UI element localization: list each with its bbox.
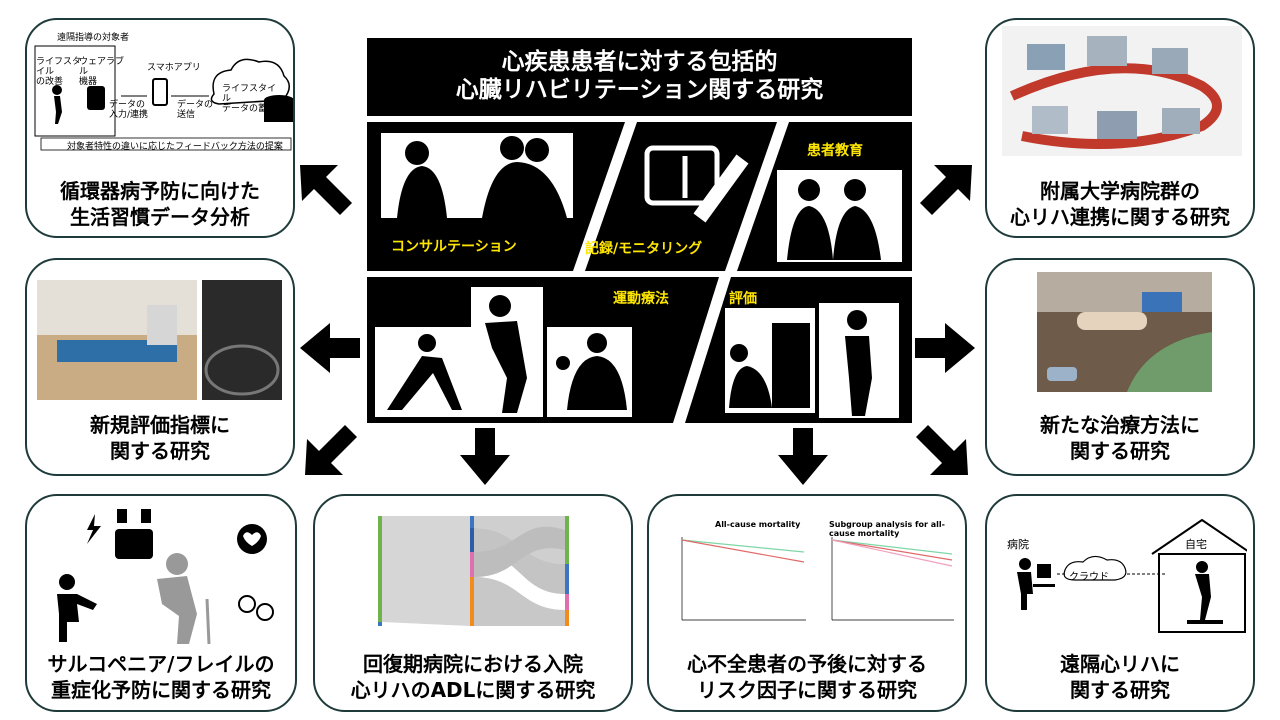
home-label: 自宅 bbox=[1185, 538, 1207, 551]
diagram-feedback: 対象者特性の違いに応じたフィードバック方法の提案 bbox=[67, 142, 283, 152]
card-prognosis-caption: 心不全患者の予後に対する リスク因子に関する研究 bbox=[649, 651, 965, 703]
center-title: 心疾患患者に対する包括的 心臓リハビリテーション関する研究 bbox=[367, 48, 912, 104]
card-new-eval-caption: 新規評価指標に 関する研究 bbox=[27, 412, 293, 464]
cloud-label: クラウド bbox=[1069, 572, 1109, 583]
caption-line1: 回復期病院における入院 bbox=[363, 652, 583, 676]
elderly-person-icon bbox=[166, 553, 188, 575]
caption-line2: リスク因子に関する研究 bbox=[697, 678, 917, 702]
card-remote[interactable]: 病院 自宅 クラウド 遠隔心リハに 関する研究 bbox=[985, 494, 1255, 712]
arrow-up-right-icon bbox=[920, 165, 972, 215]
caption-line2: 生活習慣データ分析 bbox=[70, 205, 250, 229]
record-icon bbox=[644, 145, 749, 223]
center-panels-graphic bbox=[367, 116, 912, 423]
chart1-title: All-cause mortality bbox=[715, 520, 801, 529]
label-evaluation: 評価 bbox=[729, 291, 757, 307]
card-new-treatment[interactable]: 新たな治療方法に 関する研究 bbox=[985, 258, 1255, 476]
pills-icon bbox=[238, 595, 256, 613]
label-consultation: コンサルテーション bbox=[391, 239, 517, 255]
mortality-curves bbox=[681, 537, 954, 621]
caption-line1: 新規評価指標に bbox=[90, 413, 230, 437]
doctor-icon bbox=[1019, 558, 1031, 570]
remote-rehab-diagram bbox=[1017, 518, 1247, 633]
card-remote-caption: 遠隔心リハに 関する研究 bbox=[987, 651, 1253, 703]
label-record: 記録/モニタリング bbox=[585, 241, 703, 257]
hospital-label: 病院 bbox=[1007, 538, 1029, 551]
caption-line2: 心リハのADLに関する研究 bbox=[350, 678, 596, 702]
arrow-down-icon bbox=[778, 428, 828, 485]
caption-line1: 新たな治療方法に bbox=[1040, 413, 1200, 437]
chart2-title: Subgroup analysis for all-cause mortalit… bbox=[829, 520, 945, 538]
diagram-wearable: ウェアラブル 機器 bbox=[79, 57, 125, 87]
center-panel: 心疾患患者に対する包括的 心臓リハビリテーション関する研究 bbox=[367, 38, 912, 423]
card-new-eval[interactable]: 新規評価指標に 関する研究 bbox=[25, 258, 295, 476]
hospitals-map-image bbox=[1002, 26, 1242, 156]
card-adl-caption: 回復期病院における入院 心リハのADLに関する研究 bbox=[315, 651, 631, 703]
bike-person-icon bbox=[1196, 561, 1208, 573]
card-prognosis[interactable]: All-cause mortality Subgroup analysis fo… bbox=[647, 494, 967, 712]
card-lifestyle[interactable]: 遠隔指導の対象者 ライフスタイル の改善 ウェアラブル 機器 スマホアプリ デー… bbox=[25, 18, 295, 238]
diagram-storage: ライフスタイル データの蓄積 bbox=[222, 84, 277, 114]
consultation-silhouette bbox=[381, 133, 573, 218]
arrow-right-icon bbox=[915, 323, 975, 373]
caption-line1: 循環器病予防に向けた bbox=[60, 179, 260, 203]
card-hospitals[interactable]: 附属大学病院群の 心リハ連携に関する研究 bbox=[985, 18, 1255, 238]
card-sarcopenia-caption: サルコペニア/フレイルの 重症化予防に関する研究 bbox=[27, 651, 295, 703]
ems-device-icon bbox=[115, 529, 153, 559]
center-title-line1: 心疾患患者に対する包括的 bbox=[501, 49, 778, 75]
squat-person-icon bbox=[59, 574, 75, 590]
caption-line2: 関する研究 bbox=[1070, 439, 1170, 463]
label-education: 患者教育 bbox=[807, 143, 863, 159]
caption-line2: 重症化予防に関する研究 bbox=[51, 678, 271, 702]
arrow-up-left-icon bbox=[300, 165, 352, 215]
lifestyle-diagram bbox=[34, 45, 293, 151]
card-new-treatment-caption: 新たな治療方法に 関する研究 bbox=[987, 412, 1253, 464]
arrow-down-right-icon bbox=[916, 425, 968, 475]
evaluation-silhouettes bbox=[725, 303, 899, 418]
caption-line1: 遠隔心リハに bbox=[1060, 652, 1180, 676]
diagram-target-label: 遠隔指導の対象者 bbox=[57, 33, 130, 43]
adl-sankey-chart bbox=[378, 516, 569, 626]
diagram-lifestyle-improve: ライフスタイル の改善 bbox=[36, 57, 82, 87]
caption-line2: 関する研究 bbox=[1070, 678, 1170, 702]
card-adl[interactable]: 回復期病院における入院 心リハのADLに関する研究 bbox=[313, 494, 633, 712]
diagram-data-input: データの 入力/連携 bbox=[109, 100, 149, 120]
education-silhouette bbox=[777, 170, 902, 262]
caption-line1: 心不全患者の予後に対する bbox=[687, 652, 927, 676]
label-exercise: 運動療法 bbox=[613, 291, 669, 307]
new-eval-photos bbox=[37, 280, 282, 400]
card-sarcopenia[interactable]: サルコペニア/フレイルの 重症化予防に関する研究 bbox=[25, 494, 297, 712]
card-lifestyle-caption: 循環器病予防に向けた 生活習慣データ分析 bbox=[27, 178, 293, 230]
arrow-down-left-icon bbox=[305, 425, 357, 475]
sarcopenia-icons bbox=[57, 509, 274, 644]
caption-line1: サルコペニア/フレイルの bbox=[47, 652, 275, 676]
arrow-left-icon bbox=[300, 323, 360, 373]
caption-line2: 関する研究 bbox=[110, 439, 210, 463]
monitor-icon bbox=[1037, 564, 1051, 578]
new-treatment-photo bbox=[1037, 272, 1212, 392]
diagram-data-send: データの 送信 bbox=[177, 100, 214, 120]
exercise-silhouettes bbox=[375, 287, 632, 417]
center-title-line2: 心臓リハビリテーション関する研究 bbox=[455, 77, 824, 103]
diagram-smartphone: スマホアプリ bbox=[147, 63, 201, 73]
caption-line1: 附属大学病院群の bbox=[1040, 179, 1200, 203]
arrow-down-icon bbox=[460, 428, 510, 485]
lightning-icon bbox=[87, 514, 101, 544]
caption-line2: 心リハ連携に関する研究 bbox=[1010, 205, 1230, 229]
card-hospitals-caption: 附属大学病院群の 心リハ連携に関する研究 bbox=[987, 178, 1253, 230]
